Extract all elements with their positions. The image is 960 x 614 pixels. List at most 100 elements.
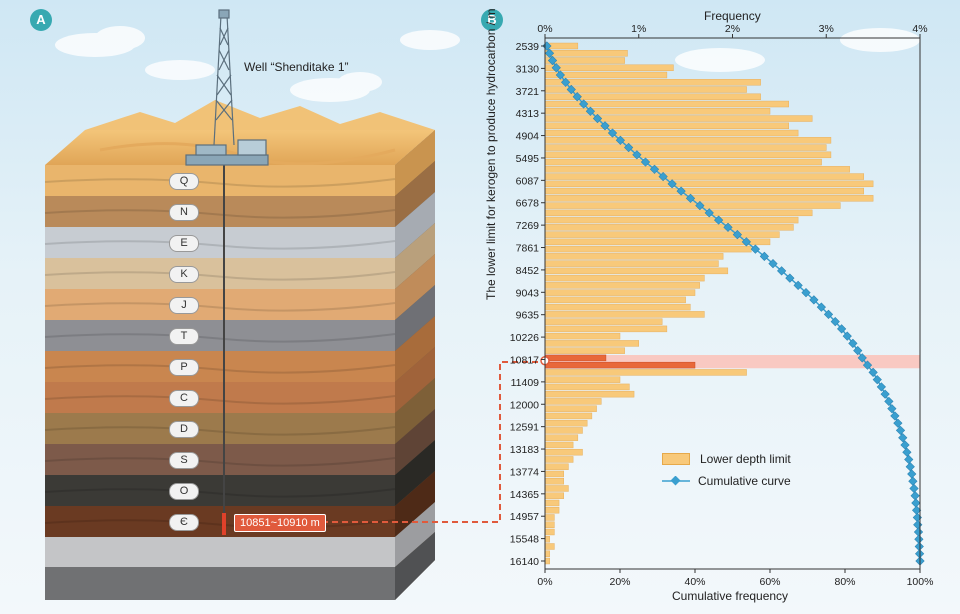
y-tick-label-15: 10817 bbox=[510, 354, 539, 366]
stratum-side-9 bbox=[395, 378, 435, 444]
bar-17 bbox=[544, 158, 822, 166]
curve-point-32 bbox=[777, 266, 787, 276]
curve-point-24 bbox=[704, 208, 714, 218]
bar-41 bbox=[544, 332, 621, 340]
curve-point-13 bbox=[607, 128, 618, 138]
bar-14 bbox=[544, 137, 832, 144]
y-tick-label-2: 3130 bbox=[516, 63, 540, 75]
curve-point-20 bbox=[667, 179, 677, 189]
stratum-side-11 bbox=[395, 440, 435, 506]
curve-point-4 bbox=[551, 63, 561, 73]
top-tick-label-4: 3% bbox=[819, 23, 834, 35]
bar-31 bbox=[544, 260, 719, 267]
curve-point-6 bbox=[561, 77, 571, 87]
bar-58 bbox=[544, 456, 574, 463]
curve-point-19 bbox=[658, 171, 668, 182]
stratum-side-7 bbox=[395, 316, 435, 382]
stratum-layer-11 bbox=[45, 475, 395, 506]
curve-point-60 bbox=[907, 469, 917, 479]
bar-34 bbox=[544, 282, 700, 289]
bar-55 bbox=[544, 434, 579, 441]
y-tick-label-8: 6678 bbox=[516, 198, 540, 210]
stratum-texture-9 bbox=[44, 425, 396, 436]
curve-point-58 bbox=[904, 454, 914, 465]
bar-57 bbox=[544, 448, 583, 456]
y-tick-label-17: 12000 bbox=[510, 399, 539, 411]
curve-point-56 bbox=[900, 440, 910, 450]
legend-item-curve: Cumulative curve bbox=[662, 470, 791, 492]
stratum-texture-7 bbox=[44, 363, 396, 374]
stratum-layer-8 bbox=[45, 382, 395, 413]
curve-point-69 bbox=[914, 534, 924, 544]
y-tick-label-24: 16140 bbox=[510, 556, 539, 568]
curve-point-10 bbox=[585, 106, 595, 116]
bar-71 bbox=[544, 550, 550, 557]
stratum-label-5: J bbox=[169, 297, 199, 314]
curve-point-17 bbox=[640, 157, 651, 167]
top-tick-label-1: 0% bbox=[537, 23, 552, 35]
bar-22 bbox=[544, 195, 874, 202]
stratum-side-4 bbox=[395, 223, 435, 289]
bar-43 bbox=[544, 347, 625, 354]
bar-37 bbox=[544, 303, 691, 311]
curve-point-29 bbox=[750, 244, 760, 254]
stratum-layer-7 bbox=[45, 351, 395, 382]
basement-side-2 bbox=[395, 532, 435, 600]
curve-point-70 bbox=[914, 541, 924, 552]
bottom-tick-label-3: 40% bbox=[684, 576, 705, 588]
stratum-texture-6 bbox=[44, 332, 396, 343]
bar-62 bbox=[544, 485, 569, 492]
bar-48 bbox=[544, 383, 630, 391]
curve-point-34 bbox=[793, 280, 803, 290]
bottom-tick-label-4: 60% bbox=[759, 576, 780, 588]
stratum-texture-2 bbox=[44, 208, 396, 219]
stratum-side-3 bbox=[395, 192, 435, 258]
bar-63 bbox=[544, 492, 564, 499]
curve-point-61 bbox=[908, 476, 918, 486]
curve-point-46 bbox=[868, 367, 878, 378]
curve-point-64 bbox=[911, 498, 921, 508]
bar-59 bbox=[544, 463, 569, 470]
bar-69 bbox=[544, 536, 550, 543]
curve-point-30 bbox=[759, 251, 769, 261]
chart-curve bbox=[540, 41, 925, 566]
basement-layer-2 bbox=[45, 567, 395, 600]
curve-point-11 bbox=[592, 113, 603, 124]
stratum-side-6 bbox=[395, 285, 435, 351]
top-tick-label-5: 4% bbox=[912, 23, 927, 35]
stratum-layer-6 bbox=[45, 320, 395, 351]
bar-30 bbox=[544, 253, 724, 260]
curve-point-65 bbox=[912, 505, 922, 515]
stratum-side-5 bbox=[395, 254, 435, 320]
curve-point-53 bbox=[893, 418, 903, 428]
curve-point-27 bbox=[732, 229, 742, 240]
curve-point-21 bbox=[676, 186, 686, 196]
stratum-label-8: C bbox=[169, 390, 199, 407]
bottom-tick-label-5: 80% bbox=[834, 576, 855, 588]
bottom-tick-label-1: 0% bbox=[537, 576, 552, 588]
stratum-label-4: K bbox=[169, 266, 199, 283]
curve-point-31 bbox=[768, 259, 778, 269]
basement-layer-1 bbox=[45, 537, 395, 567]
curve-point-15 bbox=[624, 142, 634, 153]
bar-20 bbox=[544, 180, 874, 188]
bar-64 bbox=[544, 499, 560, 507]
top-tick-label-3: 2% bbox=[725, 23, 740, 35]
bar-51 bbox=[544, 405, 597, 412]
stratum-label-12: Є bbox=[169, 514, 199, 531]
panel-b-badge: B bbox=[481, 9, 503, 31]
curve-point-7 bbox=[566, 84, 576, 95]
y-tick-label-10: 7861 bbox=[516, 243, 540, 255]
curve-point-41 bbox=[842, 331, 852, 341]
bar-10 bbox=[544, 108, 771, 115]
stratum-label-9: D bbox=[169, 421, 199, 438]
bar-40 bbox=[544, 325, 668, 333]
bar-11 bbox=[544, 115, 813, 122]
curve-point-66 bbox=[912, 512, 922, 523]
curve-point-3 bbox=[547, 55, 558, 66]
curve-point-26 bbox=[723, 222, 733, 232]
well-label: Well “Shenditake 1” bbox=[244, 60, 349, 74]
stratum-side-2 bbox=[395, 161, 435, 227]
stratum-label-2: N bbox=[169, 204, 199, 221]
